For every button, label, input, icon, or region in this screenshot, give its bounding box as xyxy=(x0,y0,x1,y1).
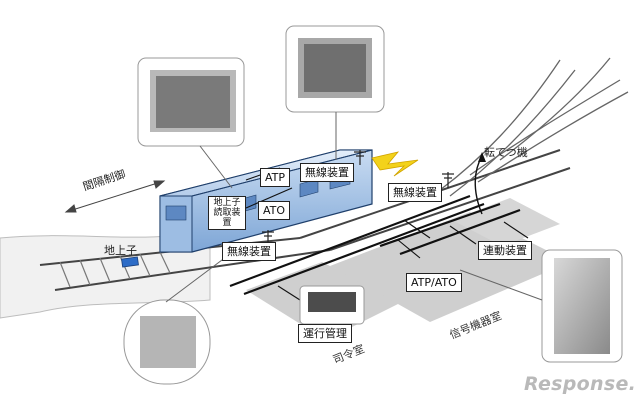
watermark: Response. xyxy=(524,373,637,395)
interval-control-arrow xyxy=(64,180,166,213)
onboard-radio-box: 無線装置 xyxy=(300,163,354,182)
atp-ato-box: ATP/ATO xyxy=(406,273,462,292)
track-room-floor xyxy=(452,198,560,246)
photo-rack xyxy=(541,249,623,363)
switch-label: 転てつ機 xyxy=(484,146,528,159)
ops-box: 運行管理 xyxy=(298,324,352,343)
atp-box: ATP xyxy=(260,168,291,187)
switch-tracks xyxy=(439,57,629,197)
link-arrows xyxy=(245,167,529,301)
interlock-box: 連動装置 xyxy=(478,241,532,260)
photo-atp-unit xyxy=(137,57,245,147)
photo-box xyxy=(123,299,211,385)
track-radio-box: 無線装置 xyxy=(388,183,442,202)
train-radio-box: 無線装置 xyxy=(222,242,276,261)
radio-lightning xyxy=(371,151,419,177)
photo-operator xyxy=(299,285,365,325)
cables xyxy=(229,194,521,296)
ato-box: ATO xyxy=(258,201,291,220)
ground-coil xyxy=(121,256,139,268)
ground-coil-label: 地上子 xyxy=(104,244,137,257)
callouts xyxy=(165,112,543,303)
photo-radio-unit xyxy=(285,25,385,113)
reader-box: 地上子読取装置 xyxy=(208,196,246,230)
